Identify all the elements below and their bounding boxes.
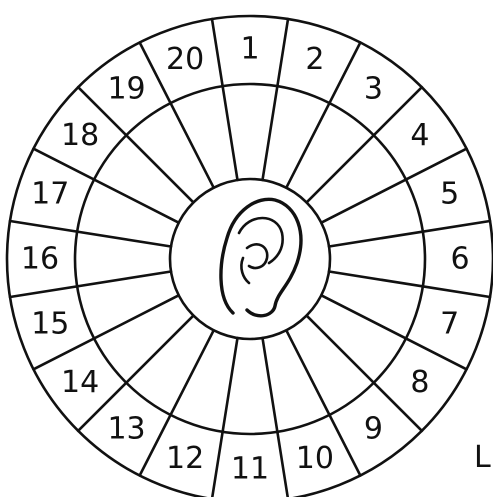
sector-divider: [263, 19, 288, 180]
sector-label: 2: [305, 42, 324, 77]
sector-label: 3: [364, 72, 383, 107]
sector-label: 11: [231, 452, 269, 487]
corner-letter: L: [474, 440, 491, 475]
sector-label: 6: [450, 242, 469, 277]
sector-label: 1: [240, 32, 259, 67]
sector-label: 9: [364, 411, 383, 446]
sector-label: 19: [107, 72, 145, 107]
sector-label: 15: [31, 306, 69, 341]
sector-label: 7: [440, 306, 459, 341]
sector-dividers: [10, 19, 490, 497]
sector-label: 4: [410, 118, 429, 153]
sector-label: 13: [107, 411, 145, 446]
sector-divider: [212, 19, 237, 180]
sector-label: 14: [61, 365, 99, 400]
sector-label: 5: [440, 177, 459, 212]
sector-label: 12: [166, 441, 204, 476]
ear-icon: [221, 199, 301, 315]
sector-label: 17: [31, 177, 69, 212]
sector-label: 10: [296, 441, 334, 476]
sector-label: 8: [410, 365, 429, 400]
sector-label: 20: [166, 42, 204, 77]
sector-label: 18: [61, 118, 99, 153]
sector-label: 16: [21, 242, 59, 277]
